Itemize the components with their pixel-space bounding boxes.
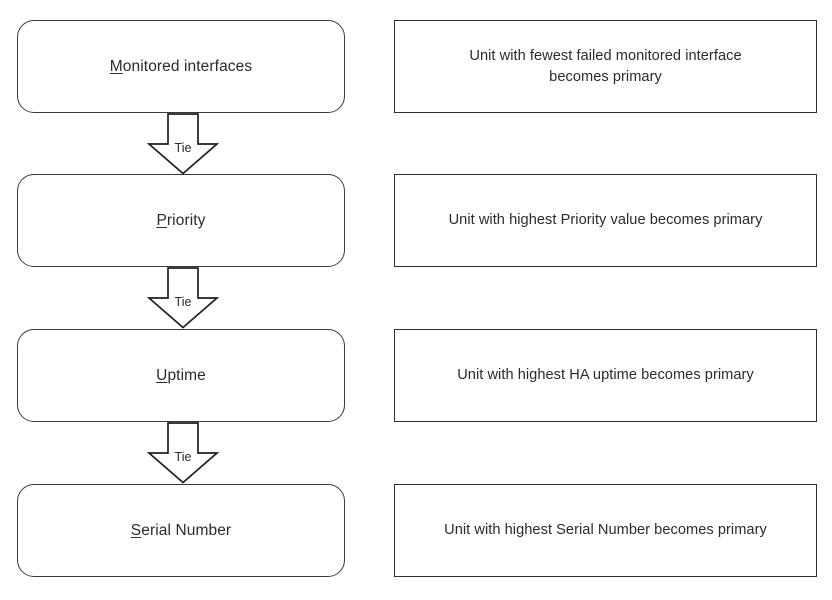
down-block-arrow-icon xyxy=(147,267,219,329)
description-text: Unit with highest HA uptime becomes prim… xyxy=(457,367,754,384)
criterion-rest: onitored interfaces xyxy=(122,57,253,75)
diagram-row-2: Priority Unit with highest Priority valu… xyxy=(0,174,832,268)
diagram-row-3: Uptime Unit with highest HA uptime becom… xyxy=(0,329,832,423)
description-box-monitored-interfaces[interactable]: Unit with fewest failed monitored interf… xyxy=(394,20,817,113)
tie-arrow-1: Tie xyxy=(147,113,219,175)
criterion-mnemonic: P xyxy=(156,211,167,229)
criterion-rest: riority xyxy=(166,211,206,229)
description-text: Unit with highest Priority value becomes… xyxy=(448,212,763,229)
criterion-label: Monitored interfaces xyxy=(110,57,252,76)
down-block-arrow-icon xyxy=(147,422,219,484)
criterion-mnemonic: S xyxy=(130,521,142,539)
description-box-serial-number[interactable]: Unit with highest Serial Number becomes … xyxy=(394,484,817,577)
description-box-priority[interactable]: Unit with highest Priority value becomes… xyxy=(394,174,817,267)
diagram-row-1: Monitored interfaces Unit with fewest fa… xyxy=(0,20,832,114)
criterion-label: Serial Number xyxy=(131,521,231,540)
description-text: Unit with fewest failed monitored interf… xyxy=(469,46,741,87)
criterion-mnemonic: U xyxy=(156,366,168,384)
tie-arrow-2: Tie xyxy=(147,267,219,329)
criterion-label: Uptime xyxy=(156,366,206,385)
criterion-box-priority[interactable]: Priority xyxy=(17,174,345,267)
criterion-box-serial-number[interactable]: Serial Number xyxy=(17,484,345,577)
criterion-box-monitored-interfaces[interactable]: Monitored interfaces xyxy=(17,20,345,113)
down-block-arrow-icon xyxy=(147,113,219,175)
diagram-row-4: Serial Number Unit with highest Serial N… xyxy=(0,484,832,578)
criterion-rest: erial Number xyxy=(141,521,232,539)
description-line: becomes primary xyxy=(549,68,662,85)
criterion-mnemonic: M xyxy=(109,57,123,75)
description-line: Unit with fewest failed monitored interf… xyxy=(469,47,742,64)
tie-arrow-3: Tie xyxy=(147,422,219,484)
criterion-label: Priority xyxy=(156,211,205,230)
description-text: Unit with highest Serial Number becomes … xyxy=(444,522,767,539)
criterion-box-uptime[interactable]: Uptime xyxy=(17,329,345,422)
criterion-rest: ptime xyxy=(167,366,206,384)
description-box-uptime[interactable]: Unit with highest HA uptime becomes prim… xyxy=(394,329,817,422)
